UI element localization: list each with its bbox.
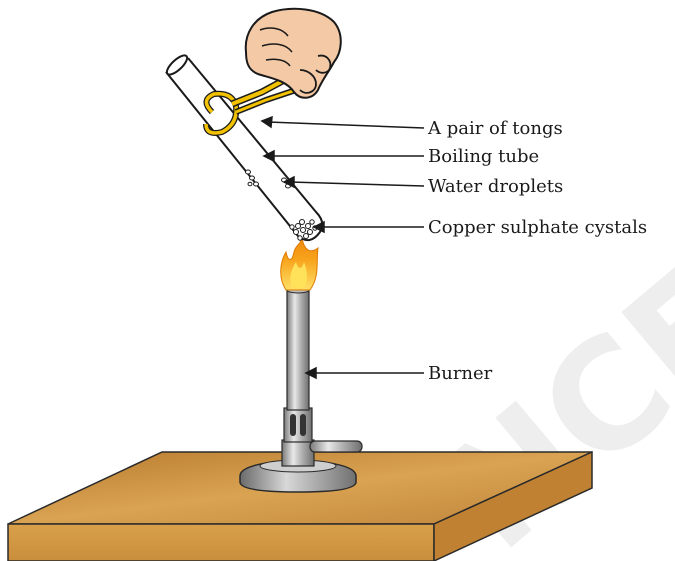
burner-collar — [281, 439, 315, 467]
arrow-droplets — [282, 175, 295, 189]
flame-outer — [280, 237, 319, 291]
tube-mouth — [165, 54, 189, 76]
air-regulator — [283, 407, 313, 443]
label-water-droplets: Water droplets — [428, 176, 563, 197]
flame-inner — [290, 262, 307, 288]
thumb — [299, 69, 317, 94]
arrow-tongs — [260, 115, 273, 129]
label-boiling-tube: Boiling tube — [428, 146, 539, 167]
hand — [244, 7, 342, 99]
arrow-burner — [304, 366, 317, 380]
hand-palm — [244, 7, 342, 99]
arrow-tube — [262, 149, 275, 163]
table-front — [7, 523, 435, 561]
bunsen-burner — [239, 286, 363, 493]
label-copper-sulphate-crystals: Copper sulphate cystals — [428, 217, 647, 238]
air-hole-left — [290, 414, 296, 436]
finger-crease-3 — [265, 58, 291, 67]
leader-lines — [260, 115, 425, 380]
burner-barrel — [286, 289, 310, 411]
finger-tip — [315, 54, 332, 74]
arrow-crystals — [312, 220, 325, 234]
finger-crease-2 — [261, 43, 293, 53]
flame — [280, 237, 319, 291]
air-hole-right — [300, 414, 306, 436]
leader-tongs — [267, 121, 425, 129]
table-side — [433, 450, 593, 561]
label-burner: Burner — [428, 363, 493, 384]
leader-droplets — [289, 181, 425, 187]
label-tongs: A pair of tongs — [427, 118, 563, 139]
gas-inlet-tube — [309, 440, 363, 453]
finger-crease-1 — [259, 27, 289, 37]
